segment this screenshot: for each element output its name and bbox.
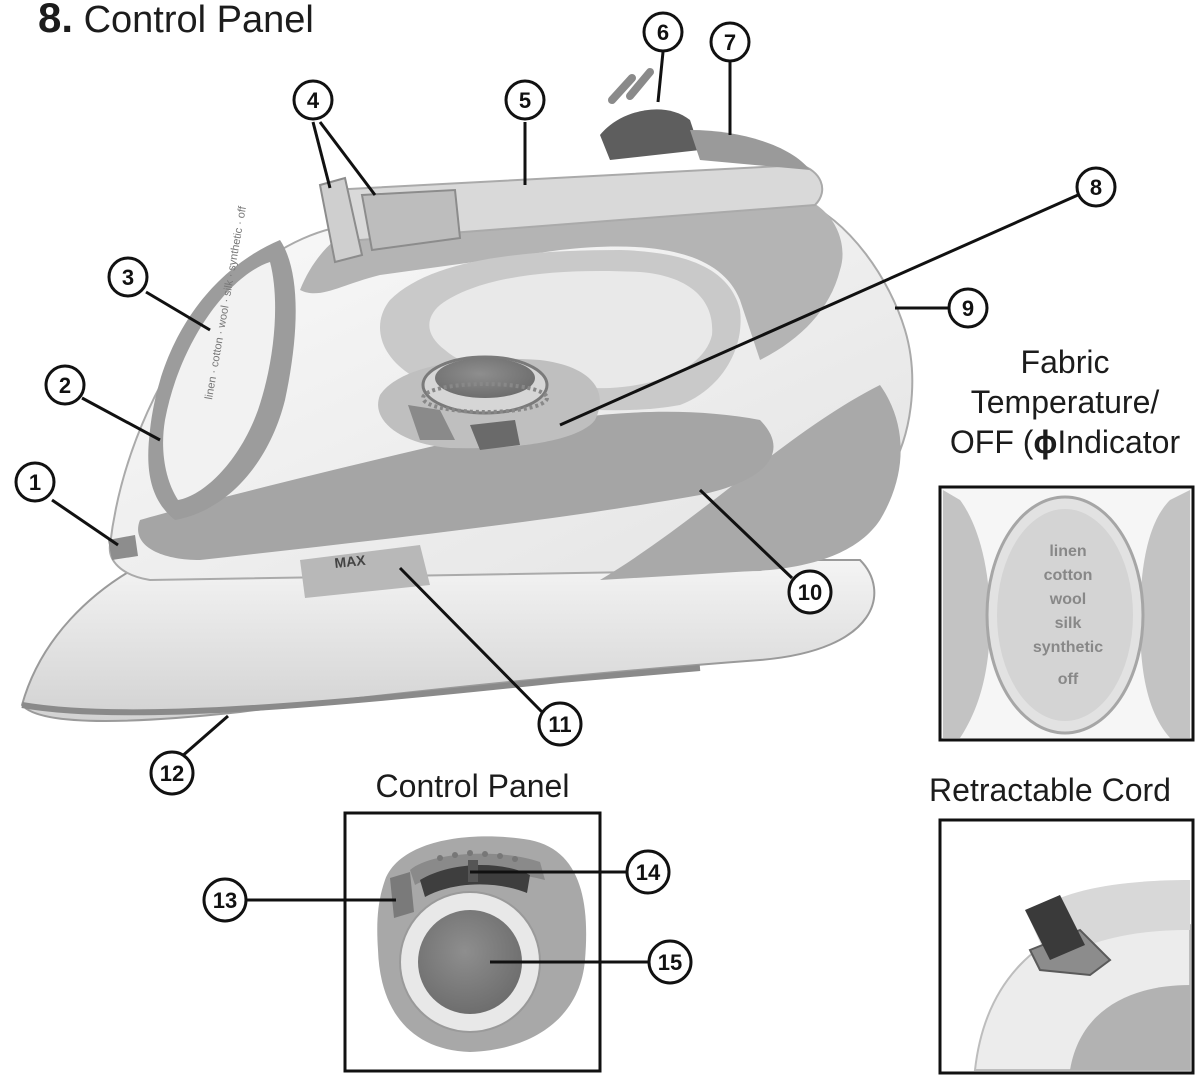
off-symbol-icon: ɸ (1033, 424, 1058, 460)
svg-text:14: 14 (636, 860, 661, 885)
spray-button (318, 176, 364, 264)
callout-13: 13 (202, 877, 248, 923)
soleplate (20, 559, 876, 722)
svg-text:4: 4 (307, 88, 320, 113)
callout-1: 1 (14, 461, 56, 503)
temperature-dial (378, 355, 600, 450)
setting-cotton: cotton (1044, 567, 1093, 584)
setting-off: off (1058, 671, 1079, 688)
callout-9: 9 (947, 287, 989, 329)
setting-silk: silk (1055, 615, 1082, 632)
callout-5: 5 (504, 79, 546, 121)
callout-14: 14 (625, 849, 671, 895)
self-clean-button (390, 872, 414, 918)
callout-11: 11 (537, 701, 583, 747)
svg-text:1: 1 (29, 470, 41, 495)
section-number: 8. (38, 0, 74, 41)
callout-6: 6 (642, 11, 684, 53)
control-panel-inset (343, 811, 602, 1073)
leader-lines (51, 51, 1079, 760)
callout-15: 15 (647, 939, 693, 985)
svg-text:7: 7 (724, 30, 736, 55)
callout-12: 12 (149, 750, 195, 796)
page-title: 8. Control Panel (38, 0, 314, 42)
svg-text:2: 2 (59, 373, 71, 398)
dial-knob (418, 910, 522, 1014)
svg-text:11: 11 (548, 712, 571, 737)
svg-text:8: 8 (1090, 175, 1102, 200)
setting-synthetic: synthetic (1033, 639, 1103, 656)
callout-8: 8 (1075, 166, 1117, 208)
water-window (300, 545, 430, 598)
section-title: Control Panel (83, 0, 314, 41)
svg-text:3: 3 (122, 265, 134, 290)
setting-linen: linen (1049, 543, 1086, 560)
callout-7: 7 (709, 21, 751, 63)
callout-3: 3 (107, 256, 149, 298)
svg-text:15: 15 (658, 950, 682, 975)
setting-wool: wool (1049, 591, 1086, 608)
svg-text:6: 6 (657, 20, 669, 45)
svg-text:9: 9 (962, 296, 974, 321)
fabric-temperature-inset: linen cotton wool silk synthetic off (938, 485, 1195, 742)
control-panel-caption: Control Panel (375, 768, 570, 804)
cord-post (600, 109, 700, 160)
callout-10: 10 (787, 569, 833, 615)
max-fill-mark: MAX (334, 552, 367, 571)
svg-text:10: 10 (798, 580, 822, 605)
svg-text:5: 5 (519, 88, 531, 113)
svg-text:13: 13 (213, 888, 237, 913)
callout-2: 2 (44, 364, 86, 406)
iron-illustration: linen · cotton · wool · silk · synthetic… (20, 68, 914, 722)
steam-burst-button (360, 188, 462, 252)
retractable-cord-caption: Retractable Cord (929, 772, 1171, 808)
fabric-inset-caption: Fabric Temperature/ OFF (ɸIndicator (949, 344, 1181, 460)
callout-4: 4 (292, 79, 334, 121)
retractable-cord-inset (938, 818, 1195, 1075)
svg-text:12: 12 (160, 761, 184, 786)
spray-nozzle (108, 535, 138, 560)
accent-band (138, 411, 774, 560)
